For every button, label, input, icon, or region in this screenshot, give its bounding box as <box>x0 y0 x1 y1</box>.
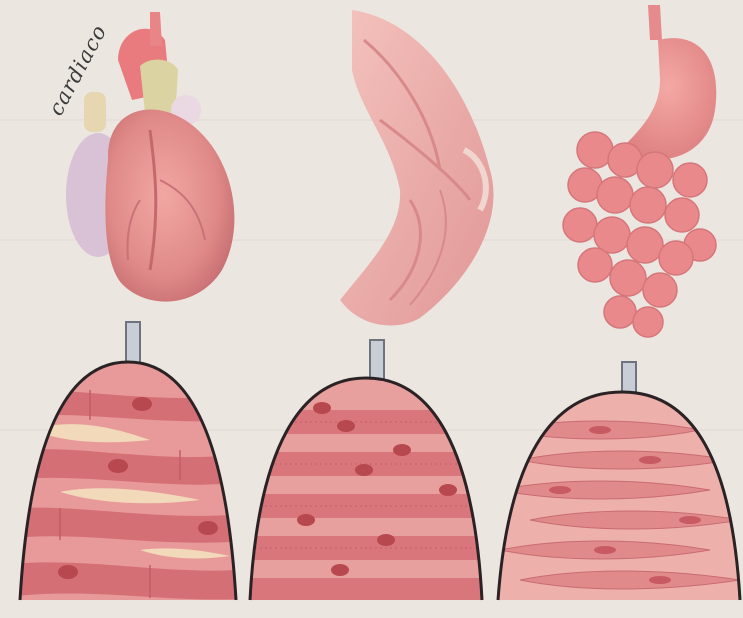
skeletal-muscle-tissue <box>240 360 500 614</box>
smooth-muscle-tissue <box>490 380 743 614</box>
cardiac-muscle-tissue <box>0 340 260 614</box>
arm-muscle-illustration <box>340 10 494 325</box>
digestive-organs-illustration <box>563 5 716 337</box>
